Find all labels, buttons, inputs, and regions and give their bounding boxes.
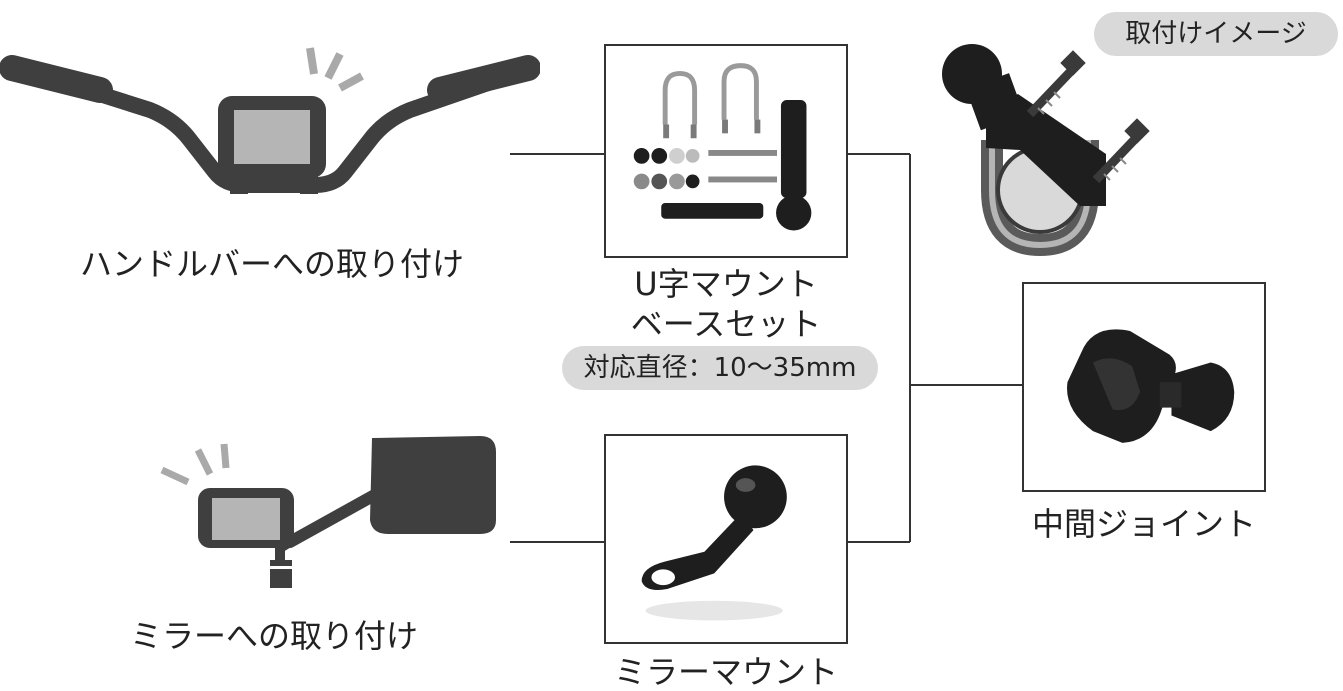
signal-icon xyxy=(306,47,318,75)
ball-mount-photo xyxy=(604,434,848,644)
handlebar-mount-caption: ハンドルバーへの取り付け xyxy=(80,245,465,283)
u-bolt-kit-photo xyxy=(604,44,848,258)
mirror-illustration xyxy=(160,436,496,588)
double-socket-arm-photo xyxy=(1022,282,1266,492)
u-mount-title-line2: ベースセット xyxy=(630,305,822,343)
handlebar-illustration xyxy=(0,47,540,194)
middle-joint-caption: 中間ジョイント xyxy=(1031,505,1256,543)
installation-diagram xyxy=(942,44,1150,256)
u-mount-title-line1: U字マウント xyxy=(634,265,818,303)
mirror-mount-part-caption: ミラーマウント xyxy=(613,653,838,691)
diameter-badge: 対応直径：10〜35mm xyxy=(562,346,878,390)
install-image-badge: 取付けイメージ xyxy=(1094,12,1338,56)
mirror-mount-caption: ミラーへの取り付け xyxy=(130,617,419,655)
